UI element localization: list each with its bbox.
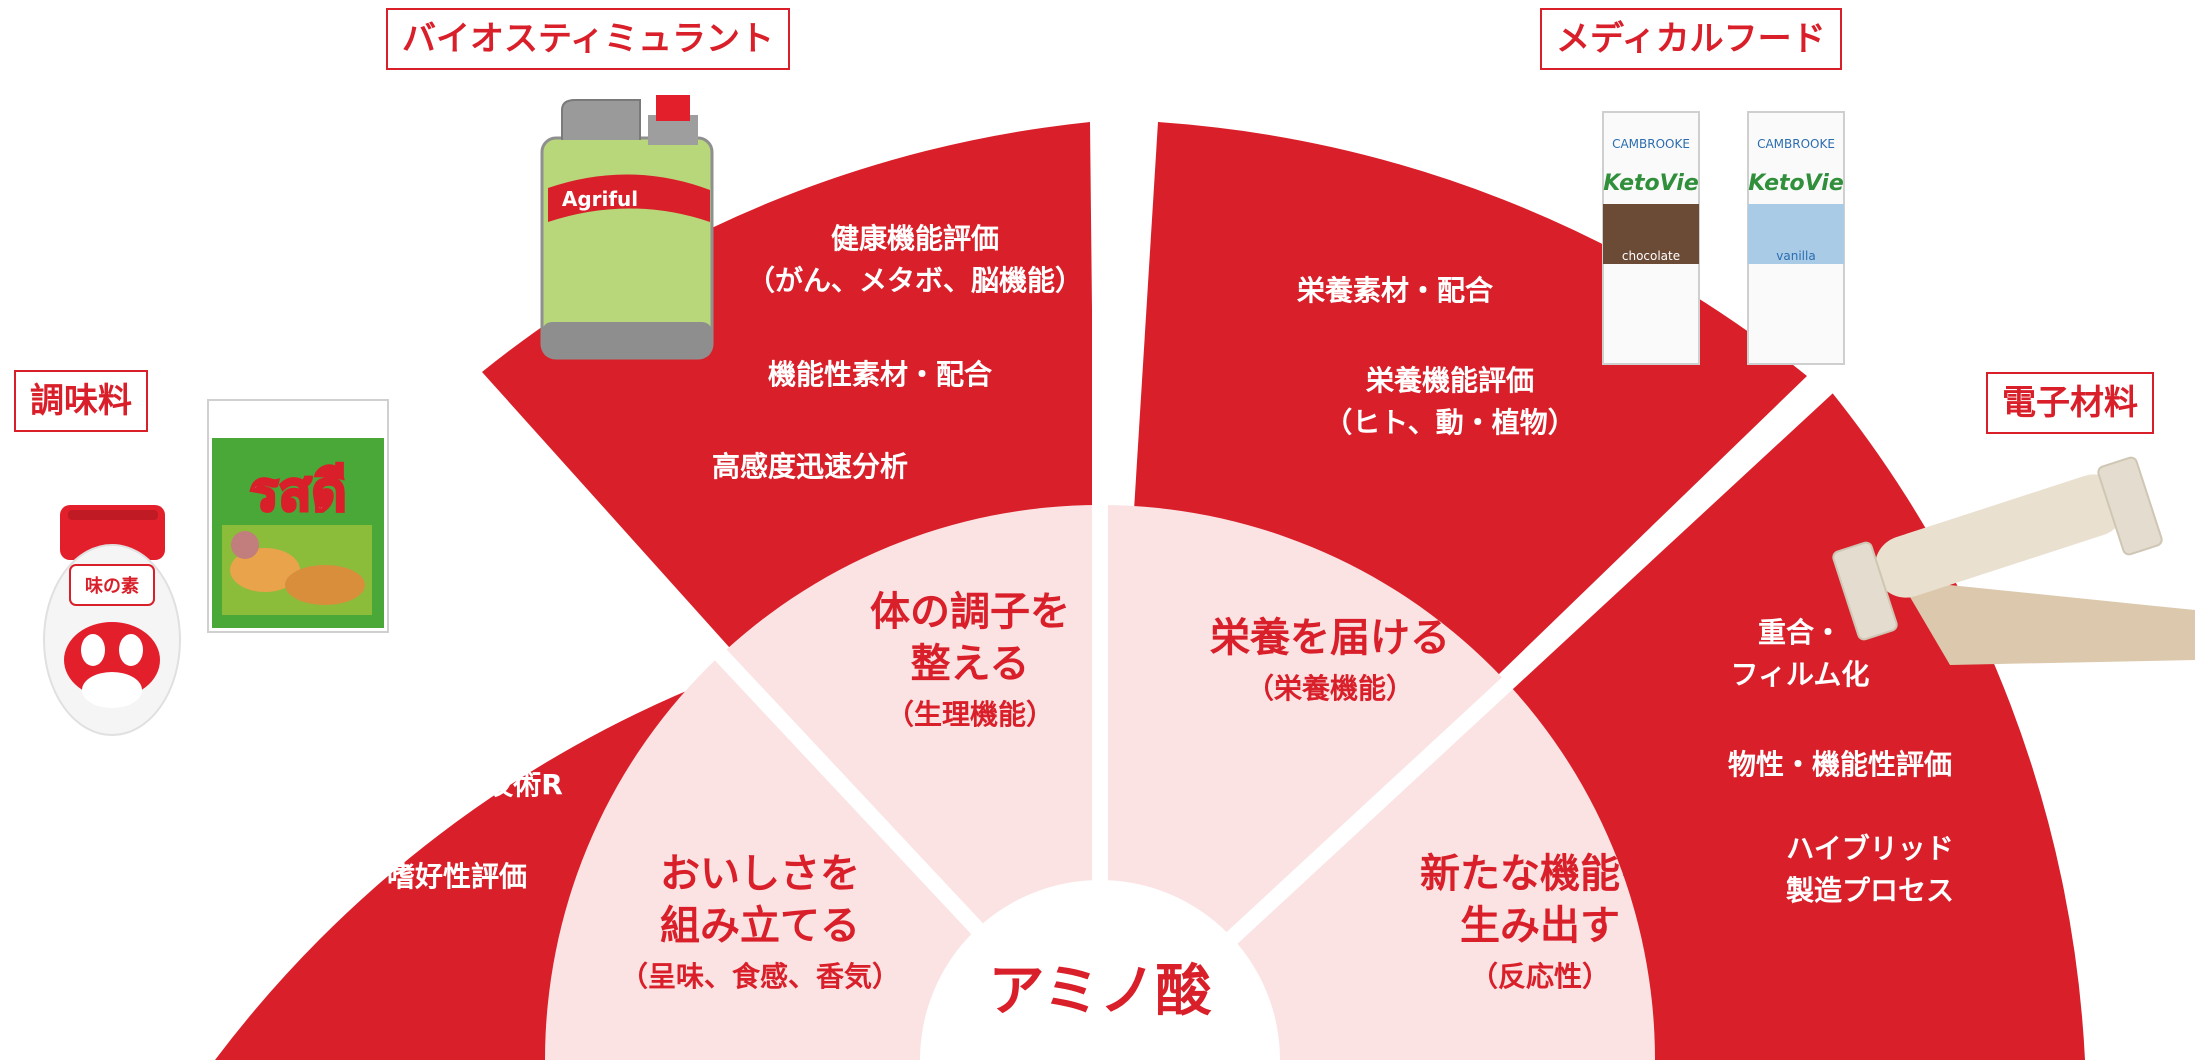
electronic-hybrid-process: ハイブリッド 製造プロセス — [1770, 828, 1970, 912]
domain-tag-seasoning: 調味料 — [14, 370, 148, 432]
inner-nutrition: 栄養を届ける （栄養機能） — [1180, 612, 1480, 710]
seasoning-packet-image: รสดี — [207, 399, 389, 633]
center-amino-acid: アミノ酸 — [988, 959, 1212, 1024]
biostimulant-item1-line1: 健康機能評価 — [830, 222, 999, 255]
medical-food-nutrient-materials: 栄養素材・配合 — [1296, 274, 1493, 307]
biostimulant-jug-image: Agriful — [540, 95, 714, 360]
domain-tag-biostimulant: バイオスティミュラント — [386, 8, 790, 70]
packet-brand: รสดี — [249, 460, 346, 523]
electronic-polymerization: 重合・ フィルム化 — [1700, 612, 1900, 696]
medical-food-item2-line2: （ヒト、動・植物） — [1324, 406, 1576, 439]
carton-flavor-vanilla: vanilla — [1776, 249, 1815, 263]
inner-function-sub: （反応性） — [1469, 960, 1610, 993]
inner-nutrition-line1: 栄養を届ける — [1210, 615, 1450, 661]
seasoning-taste-design: おいしさ設計技術R — [317, 768, 563, 801]
shaker-label: 味の素 — [85, 576, 139, 597]
inner-nutrition-sub: （栄養機能） — [1245, 672, 1414, 705]
medical-food-carton-vanilla-image: CAMBROOKE KetoVie vanilla — [1747, 111, 1845, 365]
carton-brand-1: CAMBROOKE — [1612, 137, 1690, 151]
film-roll-image — [1832, 456, 2195, 665]
domain-tag-medical-food: メディカルフード — [1540, 8, 1842, 70]
center-hub — [920, 880, 1280, 1060]
domain-tag-electronic-materials: 電子材料 — [1986, 372, 2154, 434]
seasoning-taste-evaluation: 味覚・嗜好性評価 — [302, 860, 527, 893]
seasoning-shaker-image: 味の素 — [43, 505, 181, 736]
inner-body-sub: （生理機能） — [885, 698, 1054, 731]
carton-brand-2: CAMBROOKE — [1757, 137, 1835, 151]
biostimulant-high-sensitivity-analysis: 高感度迅速分析 — [711, 450, 908, 483]
inner-taste-sub: （呈味、食感、香気） — [619, 960, 900, 993]
biostimulant-health-function-eval: 健康機能評価 （がん、メタボ、脳機能） — [745, 218, 1085, 302]
inner-function-line1: 新たな機能を — [1420, 851, 1660, 897]
inner-body-line1: 体の調子を — [870, 589, 1070, 635]
carton-product-2: KetoVie — [1748, 171, 1844, 196]
electronic-property-eval: 物性・機能性評価 — [1727, 748, 1952, 781]
inner-taste-line2: 組み立てる — [660, 903, 860, 949]
inner-function-line2: 生み出す — [1460, 903, 1620, 949]
seasoning-material-property: 素材物性改良 — [395, 674, 564, 707]
biostimulant-item1-line2: （がん、メタボ、脳機能） — [746, 264, 1083, 297]
inner-taste-line1: おいしさを — [660, 851, 860, 897]
medical-food-nutrition-eval: 栄養機能評価 （ヒト、動・植物） — [1320, 360, 1580, 444]
electronic-item1-line2: フィルム化 — [1730, 658, 1870, 691]
jug-brand: Agriful — [562, 187, 638, 211]
inner-body: 体の調子を 整える （生理機能） — [820, 586, 1120, 736]
inner-function: 新たな機能を 生み出す （反応性） — [1380, 848, 1700, 998]
inner-taste: おいしさを 組み立てる （呈味、食感、香気） — [600, 848, 920, 998]
electronic-item3-line2: 製造プロセス — [1785, 874, 1954, 907]
carton-flavor-chocolate: chocolate — [1622, 249, 1680, 263]
electronic-item1-line1: 重合・ — [1757, 616, 1842, 649]
carton-product-1: KetoVie — [1603, 171, 1699, 196]
biostimulant-functional-materials: 機能性素材・配合 — [767, 358, 992, 391]
medical-food-item2-line1: 栄養機能評価 — [1365, 364, 1534, 397]
medical-food-carton-chocolate-image: CAMBROOKE KetoVie chocolate — [1602, 111, 1700, 365]
electronic-item3-line1: ハイブリッド — [1786, 832, 1954, 865]
inner-body-line2: 整える — [910, 641, 1030, 687]
